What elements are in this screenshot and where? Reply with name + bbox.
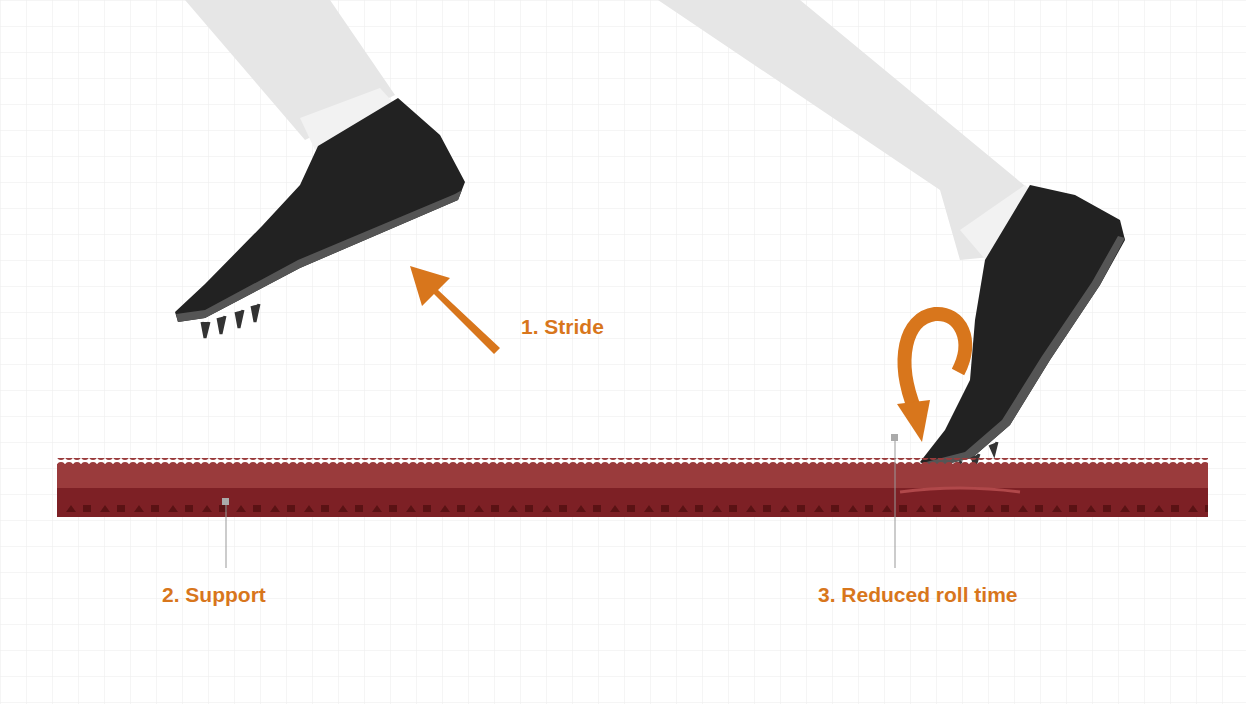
leader-line — [226, 502, 227, 568]
roll-arrow-head — [897, 400, 930, 442]
track-top-layer — [57, 464, 1208, 490]
leader-dot — [222, 498, 229, 505]
track-compression — [900, 488, 1020, 492]
callout-label: 3. Reduced roll time — [818, 582, 1018, 608]
shoe-sole — [176, 190, 462, 322]
leader-line — [895, 440, 896, 568]
callout-label: 2. Support — [162, 582, 266, 608]
callout-label: 1. Stride — [521, 314, 604, 340]
roll-arrow — [905, 314, 966, 410]
spike-shoe — [920, 185, 1125, 468]
shoe-spikes — [202, 304, 259, 338]
shoe-sole — [926, 236, 1125, 468]
track-teeth — [57, 502, 1208, 516]
track-base-layer — [57, 488, 1208, 517]
leader-dot — [891, 434, 898, 441]
stride-arrow — [410, 266, 500, 354]
